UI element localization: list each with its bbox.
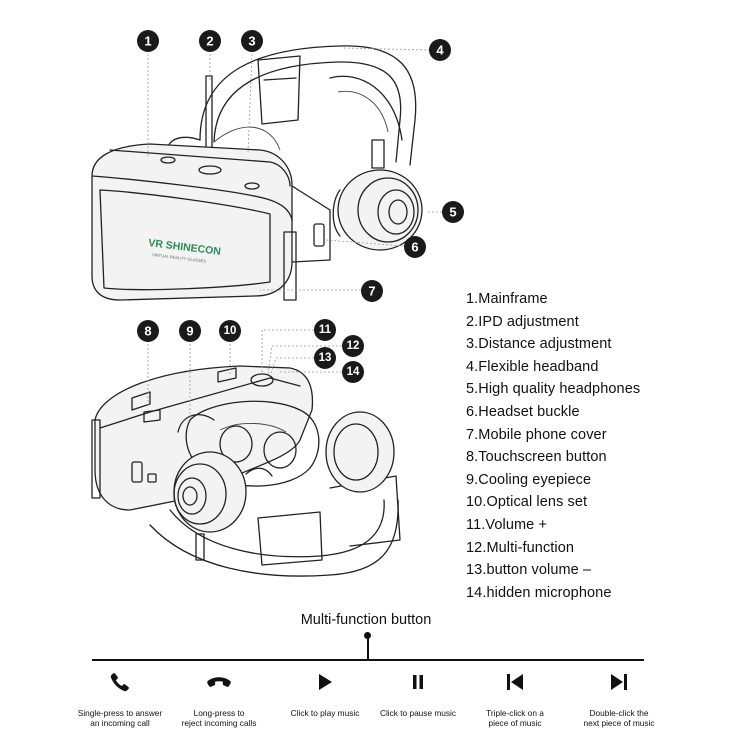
svg-text:1: 1 [144,34,151,49]
callout-10: 10 [219,320,241,342]
headset-front-view: VR SHINECON VIRTUAL REALITY GLASSES [91,45,423,301]
phone-hangup-icon [164,664,274,700]
callout-6: 6 [404,236,426,258]
svg-text:12: 12 [347,340,360,352]
parts-list: 1.Mainframe 2.IPD adjustment 3.Distance … [466,288,640,604]
action-answer-call: Single-press to answer an incoming call [65,664,175,728]
callout-11: 11 [314,319,336,341]
part-label: 4.Flexible headband [466,358,599,375]
callout-14: 14 [342,361,364,383]
action-caption: Triple-click on a piece of music [486,708,544,728]
svg-text:8: 8 [144,324,151,339]
part-label: 10.Optical lens set [466,494,588,511]
action-play-music: Click to play music [270,664,380,718]
part-label: 11.Volume + [466,516,548,533]
phone-answer-icon [65,664,175,700]
callout-3: 3 [241,30,263,52]
svg-text:10: 10 [224,325,237,337]
part-label: 14.hidden microphone [466,584,612,601]
multifunction-title: Multi-function button [300,612,432,628]
play-icon [270,664,380,700]
callout-7: 7 [361,280,383,302]
action-caption: Long-press to reject incoming calls [181,708,257,728]
part-label: 7.Mobile phone cover [466,426,607,443]
part-label: 8.Touchscreen button [466,449,607,466]
action-reject-call: Long-press to reject incoming calls [164,664,274,728]
part-label: 1.Mainframe [466,291,548,307]
multifunction-guide: Multi-function button Single-press to an… [0,600,750,750]
callout-9: 9 [179,320,201,342]
timeline-line [92,659,644,661]
part-label: 3.Distance adjustment [466,336,612,353]
svg-text:6: 6 [411,240,418,255]
part-label: 6.Headset buckle [466,403,580,420]
action-caption: Click to play music [290,708,360,718]
timeline-stem [367,636,369,659]
vr-headset-illustration: VR SHINECON VIRTUAL REALITY GLASSES [91,30,464,577]
headphone-left [173,414,247,561]
callout-1: 1 [137,30,159,52]
pause-icon [363,664,473,700]
headset-rear-view [91,365,401,577]
callout-5: 5 [442,201,464,223]
leader-lines [147,47,442,420]
part-label: 13.button volume – [466,562,592,579]
svg-text:13: 13 [319,352,332,364]
callout-4: 4 [429,39,451,61]
svg-text:5: 5 [449,205,456,220]
timeline-dot [364,632,371,639]
callout-13: 13 [314,347,336,369]
action-pause-music: Click to pause music [363,664,473,718]
svg-text:4: 4 [436,43,444,58]
callout-2: 2 [199,30,221,52]
part-label: 9.Cooling eyepiece [466,471,592,488]
action-previous-track: Triple-click on a piece of music [460,664,570,728]
action-caption: Single-press to answer an incoming call [77,708,163,728]
action-caption: Click to pause music [379,708,457,718]
part-label: 5.High quality headphones [466,381,641,398]
part-label: 2.IPD adjustment [466,313,579,330]
callout-12: 12 [342,335,364,357]
brand-sub-text: VIRTUAL REALITY GLASSES [152,252,207,264]
svg-text:14: 14 [347,366,360,378]
svg-text:9: 9 [186,324,193,339]
action-caption: Double-click the next piece of music [583,708,655,728]
part-label: 12.Multi-function [466,539,575,556]
action-next-track: Double-click the next piece of music [564,664,674,728]
previous-track-icon [460,664,570,700]
headphone-right [332,139,423,251]
svg-text:7: 7 [368,284,375,299]
svg-text:2: 2 [206,34,213,49]
svg-text:3: 3 [248,34,255,49]
next-track-icon [564,664,674,700]
svg-text:11: 11 [319,324,332,336]
callout-8: 8 [137,320,159,342]
